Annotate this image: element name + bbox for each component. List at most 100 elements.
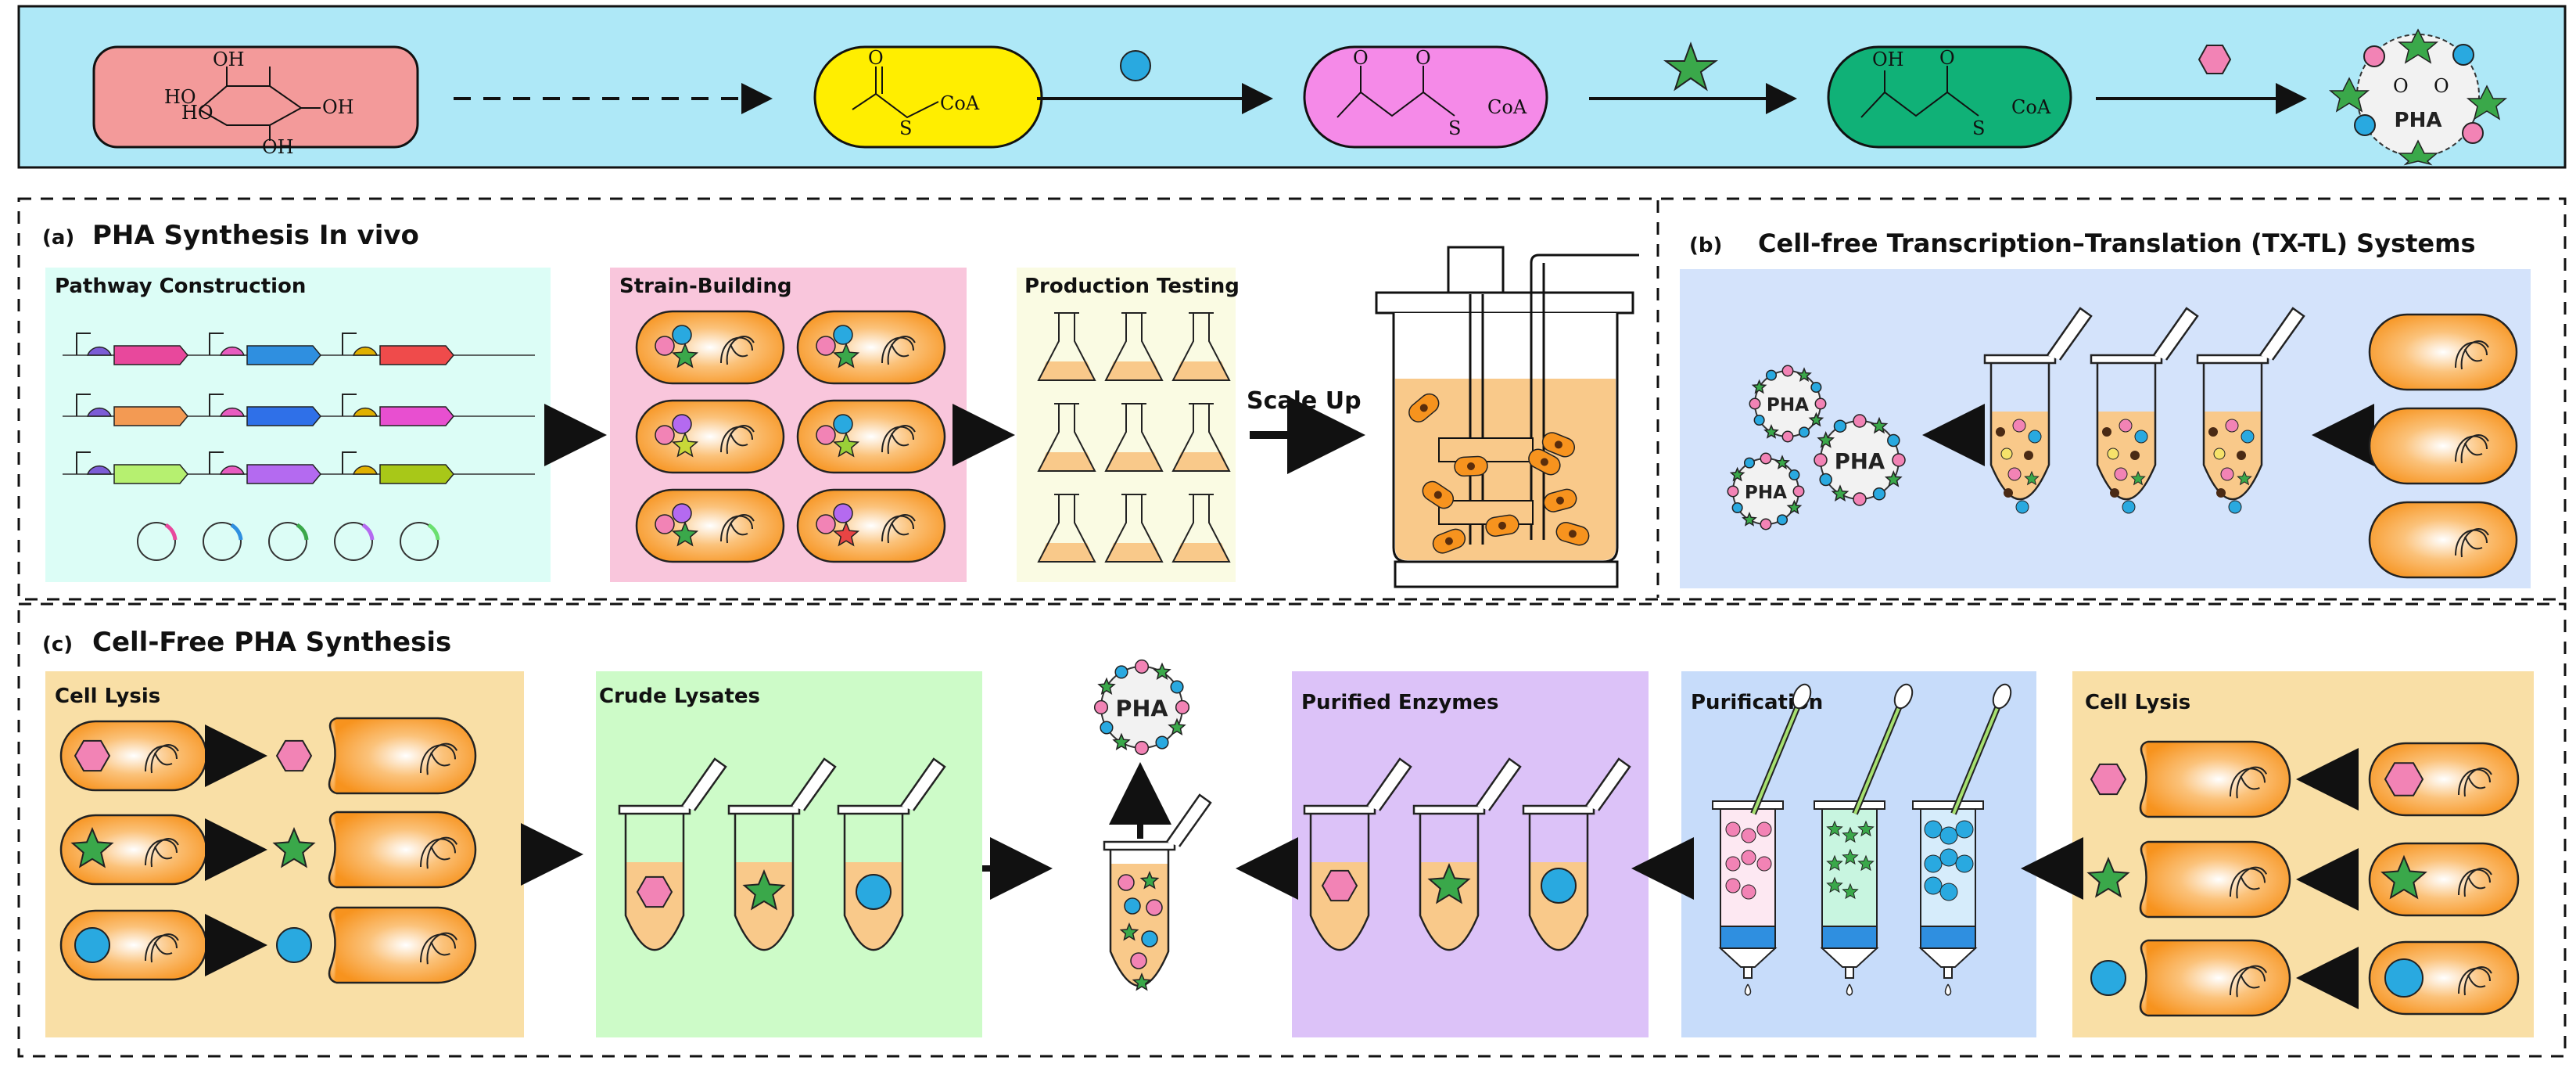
green-star-icon <box>742 868 786 911</box>
svg-text:O: O <box>1939 47 1955 69</box>
pink-dot-icon <box>1130 952 1147 969</box>
plasmid-icon <box>268 522 307 561</box>
svg-text:O: O <box>1353 47 1369 69</box>
pink-dot-icon <box>1741 828 1756 843</box>
blue-dot-icon <box>1924 820 1943 839</box>
pha-granule: PHA <box>1727 452 1805 530</box>
crude-lysates-label: Crude Lysates <box>599 685 760 708</box>
plasmid-icon <box>334 522 373 561</box>
promoter-arrow <box>76 451 91 474</box>
rbs-icon <box>219 465 246 475</box>
pha-label: PHA <box>1767 395 1809 415</box>
blue-circle-icon <box>74 927 110 963</box>
promoter-arrow <box>209 333 224 355</box>
dna-icon <box>720 336 755 365</box>
bacterial-cell <box>635 310 785 385</box>
flask-icon <box>1104 494 1164 563</box>
pink-dot-icon <box>2007 467 2022 481</box>
svg-text:O: O <box>1415 47 1431 69</box>
dna-icon <box>2455 340 2489 370</box>
pink-hexagon-icon <box>1321 869 1358 902</box>
pink-dot-icon <box>655 514 675 534</box>
dna-icon <box>720 514 755 544</box>
rbs-icon <box>352 407 379 417</box>
lysed-cell <box>328 717 477 795</box>
microtube <box>1103 793 1212 987</box>
blue-dot-icon <box>2122 500 2136 514</box>
svg-text:S: S <box>1972 117 1985 139</box>
svg-text:S: S <box>899 117 912 139</box>
dna-icon <box>2230 965 2268 998</box>
pha-granule-top: PHA O O <box>2328 28 2508 166</box>
section-b-title: Cell-free Transcription–Translation (TX-… <box>1758 228 2476 258</box>
glucose-substrate: HO HO OH OH OH <box>92 45 419 158</box>
bacterial-cell <box>2368 313 2518 391</box>
star-icon <box>832 521 860 547</box>
green-star-icon <box>1427 862 1471 904</box>
pathway-construction-label: Pathway Construction <box>55 275 306 298</box>
green-star-icon <box>2086 856 2130 898</box>
pink-dot-icon <box>1725 856 1741 872</box>
rbs-icon <box>219 407 246 417</box>
star-icon <box>671 521 699 547</box>
plasmid-insert <box>164 523 178 541</box>
gene-block <box>246 464 321 484</box>
blue-dot-icon <box>1124 897 1141 915</box>
blue-dot-icon <box>2228 500 2242 514</box>
rbs-icon <box>352 465 379 475</box>
dna-icon <box>420 742 458 775</box>
pink-dot-icon <box>2012 419 2026 433</box>
pink-dot-icon <box>1741 884 1756 900</box>
star-icon <box>832 432 860 458</box>
dna-icon <box>2455 528 2489 558</box>
pha-granule: PHA <box>1093 659 1190 756</box>
dna-icon <box>720 425 755 455</box>
enzyme-dot-icon <box>833 325 853 345</box>
svg-text:S: S <box>1448 117 1461 139</box>
gene-block <box>379 406 454 426</box>
green-star-icon <box>1842 826 1859 843</box>
blue-dot-icon <box>1955 820 1974 839</box>
pink-dot-icon <box>1725 878 1741 893</box>
yellow-dot-icon <box>2213 448 2226 460</box>
lysed-cell <box>2139 939 2291 1017</box>
hydroxy-coa-label: CoA <box>2011 96 2051 118</box>
pink-dot-icon <box>1756 822 1772 837</box>
gene-block <box>379 464 454 484</box>
yellow-dot-icon <box>2107 448 2119 460</box>
blue-dot-icon <box>1955 854 1974 873</box>
gene-rows <box>63 333 535 484</box>
hydroxy-oh-label: OH <box>1872 49 1904 70</box>
section-c-letter: (c) <box>42 633 73 656</box>
blue-dot-icon <box>1939 848 1958 867</box>
flask-icon <box>1037 494 1096 563</box>
blue-dot-icon <box>2015 500 2029 514</box>
reactor-cell <box>1485 514 1519 538</box>
substrate-label-5: OH <box>262 136 294 158</box>
bacterial-cell <box>635 399 785 474</box>
ribosome-icon <box>2004 488 2013 498</box>
substrate-label-1: HO <box>164 86 196 108</box>
blue-dot-icon <box>1141 930 1158 947</box>
reactor-cell <box>1422 480 1455 509</box>
gene-block <box>113 464 188 484</box>
svg-text:O: O <box>2393 75 2409 97</box>
dna-icon <box>2458 966 2492 996</box>
bioreactor <box>1375 246 1639 588</box>
strain-cells <box>635 310 946 563</box>
dna-icon <box>2458 868 2492 897</box>
green-star-icon <box>1826 820 1843 837</box>
pink-dot-icon <box>1725 822 1741 837</box>
rbs-icon <box>86 465 113 475</box>
pha-label: PHA <box>1115 695 1168 721</box>
pink-hexagon-icon <box>636 875 673 908</box>
green-star-icon <box>1842 883 1859 900</box>
dna-icon <box>2230 866 2268 899</box>
bacterial-cell <box>2368 407 2518 485</box>
yellow-dot-icon <box>2000 448 2013 460</box>
scale-up-label: Scale Up <box>1247 387 1362 415</box>
promoter-arrow <box>209 451 224 474</box>
enzyme-dot-icon <box>833 503 853 523</box>
star-icon <box>671 432 699 458</box>
reactor-cell <box>1541 432 1576 458</box>
